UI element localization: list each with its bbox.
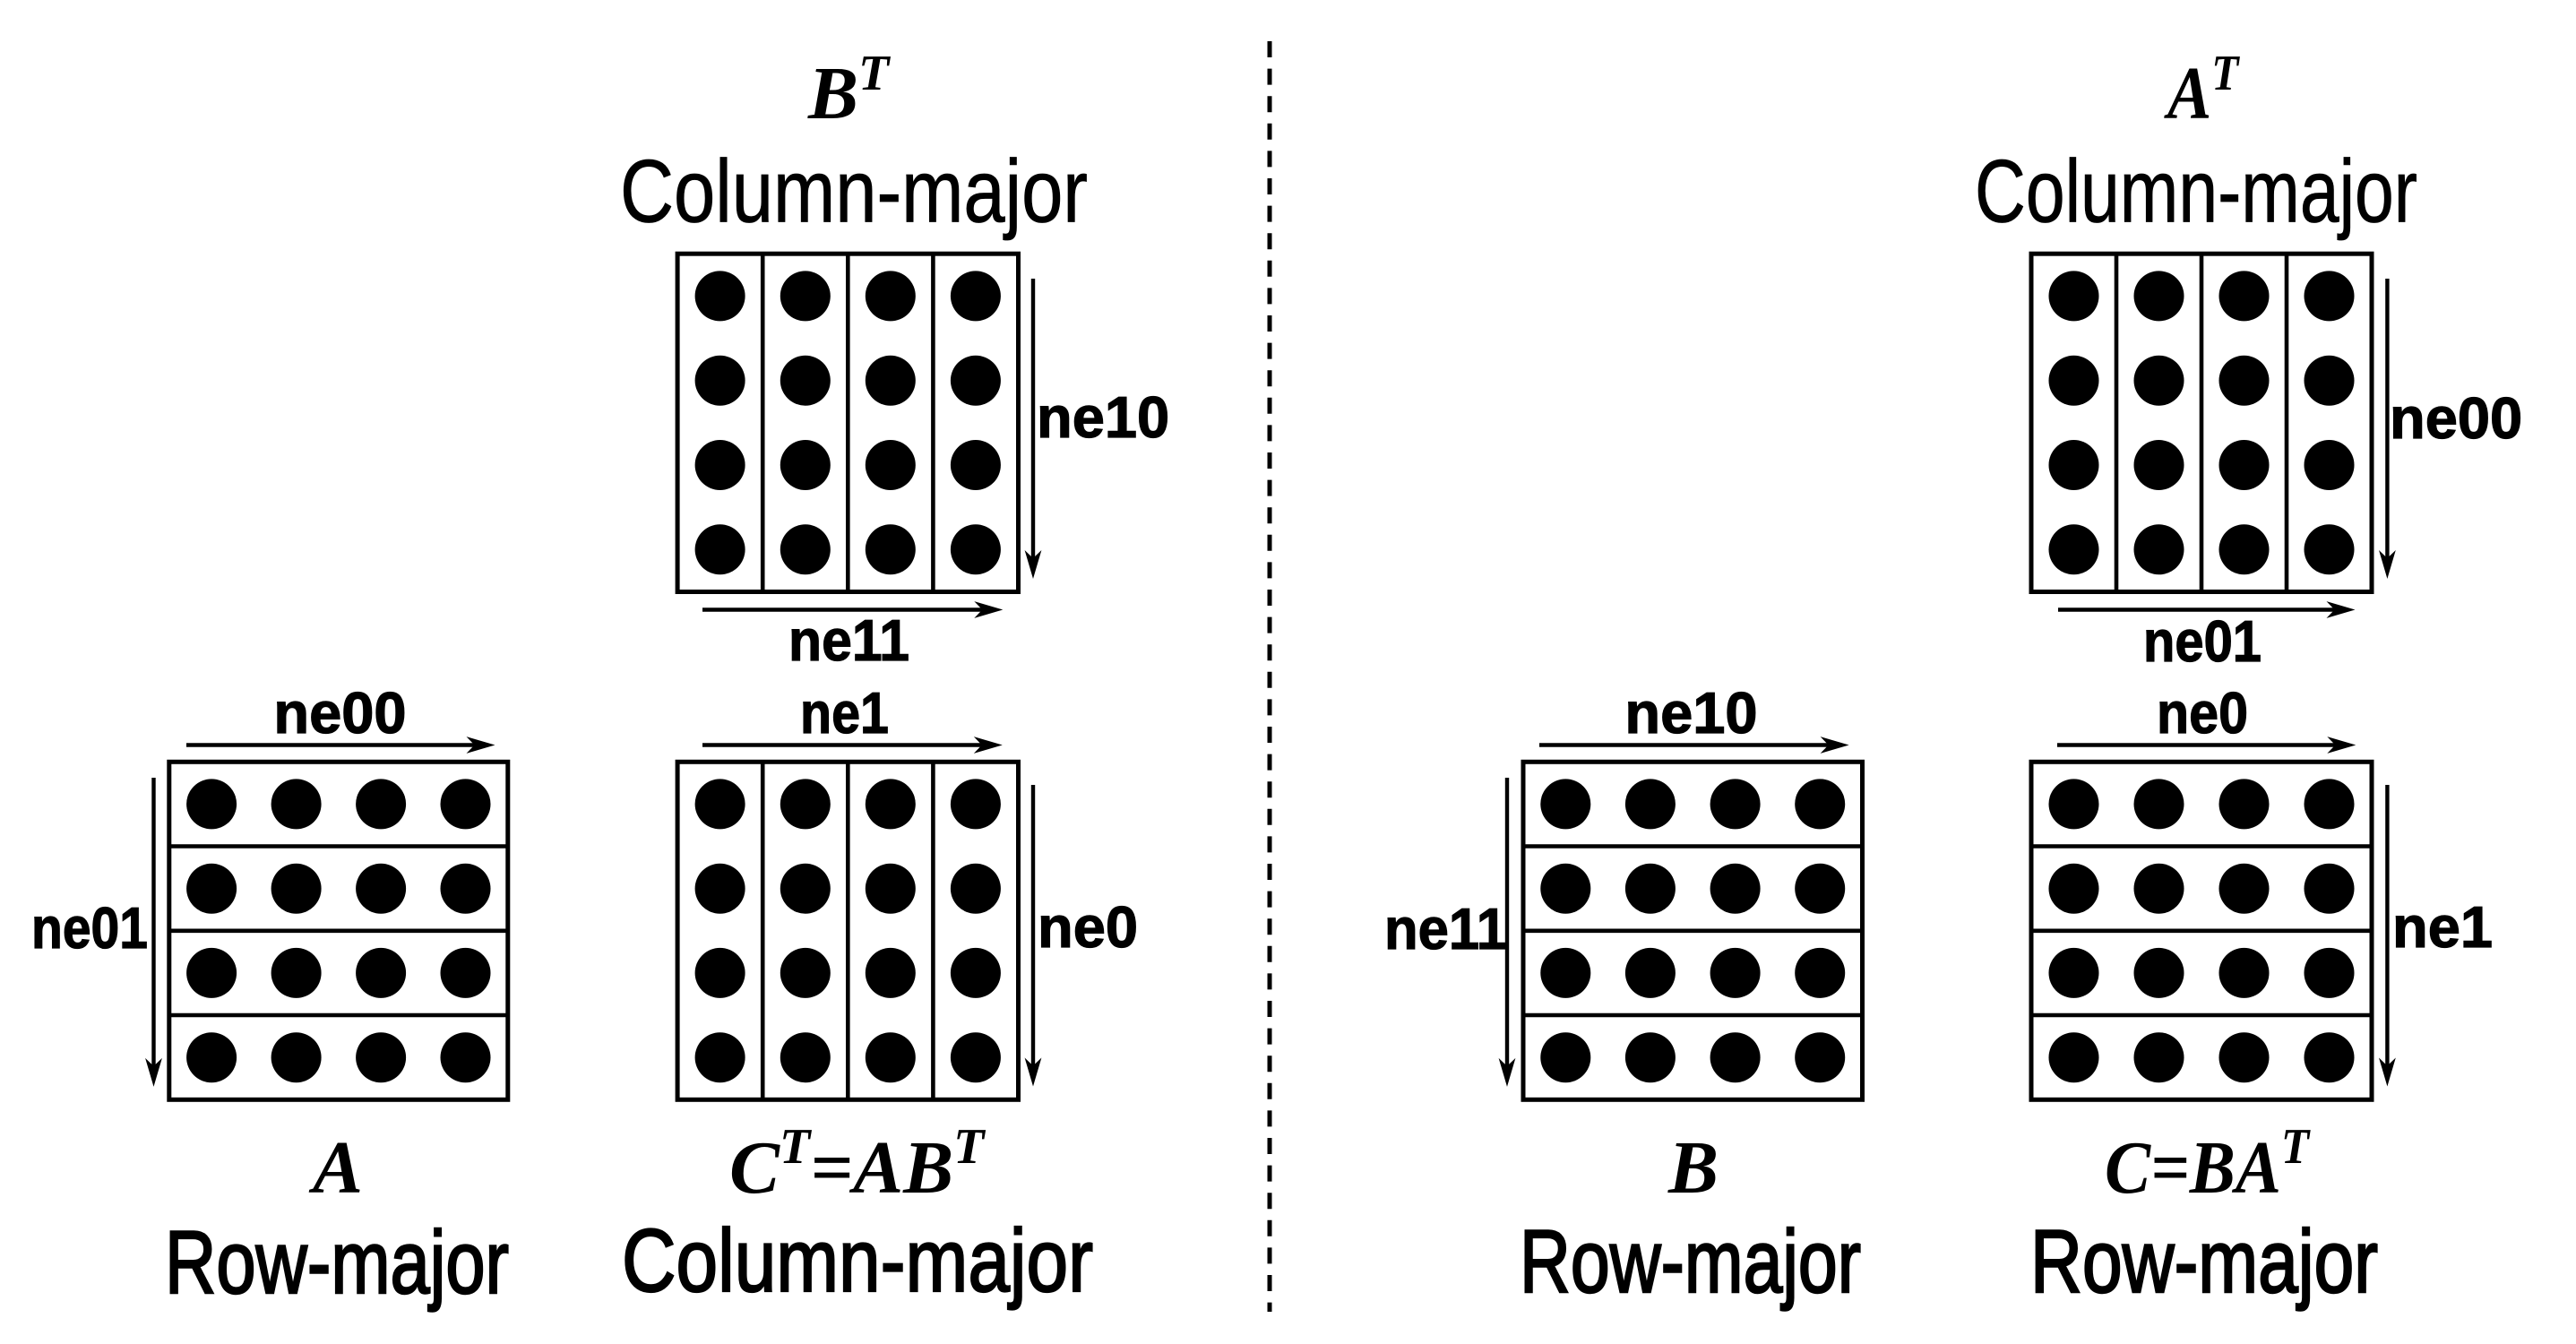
svg-text:C=BAT​: C=BAT​ xyxy=(2105,1118,2311,1210)
svg-text:AT​: AT​ xyxy=(2163,46,2240,135)
svg-text:ne10: ne10 xyxy=(1037,384,1169,450)
svg-text:Column-major: Column-major xyxy=(622,1210,1093,1310)
svg-text:Column-major: Column-major xyxy=(1975,142,2417,241)
svg-text:ne1: ne1 xyxy=(800,680,889,745)
svg-text:ne00: ne00 xyxy=(2390,385,2522,451)
svg-text:ne1: ne1 xyxy=(2392,894,2493,960)
svg-text:ne11: ne11 xyxy=(1384,896,1507,961)
svg-text:ne01: ne01 xyxy=(2143,608,2262,674)
svg-text:CT​=ABT​: CT​=ABT​ xyxy=(729,1119,986,1210)
svg-text:Row-major: Row-major xyxy=(2030,1211,2378,1311)
svg-text:B: B xyxy=(1667,1126,1719,1210)
svg-text:ne11: ne11 xyxy=(788,607,909,673)
svg-text:ne01: ne01 xyxy=(31,895,148,961)
svg-text:BT​: BT​ xyxy=(807,46,892,135)
svg-text:Column-major: Column-major xyxy=(620,142,1088,241)
svg-text:Row-major: Row-major xyxy=(165,1212,509,1312)
svg-text:ne10: ne10 xyxy=(1624,680,1757,745)
svg-text:Row-major: Row-major xyxy=(1520,1211,1861,1311)
svg-text:ne0: ne0 xyxy=(2157,680,2248,745)
svg-text:A: A xyxy=(308,1126,363,1210)
svg-text:ne0: ne0 xyxy=(1038,894,1138,960)
svg-text:ne00: ne00 xyxy=(273,680,406,745)
